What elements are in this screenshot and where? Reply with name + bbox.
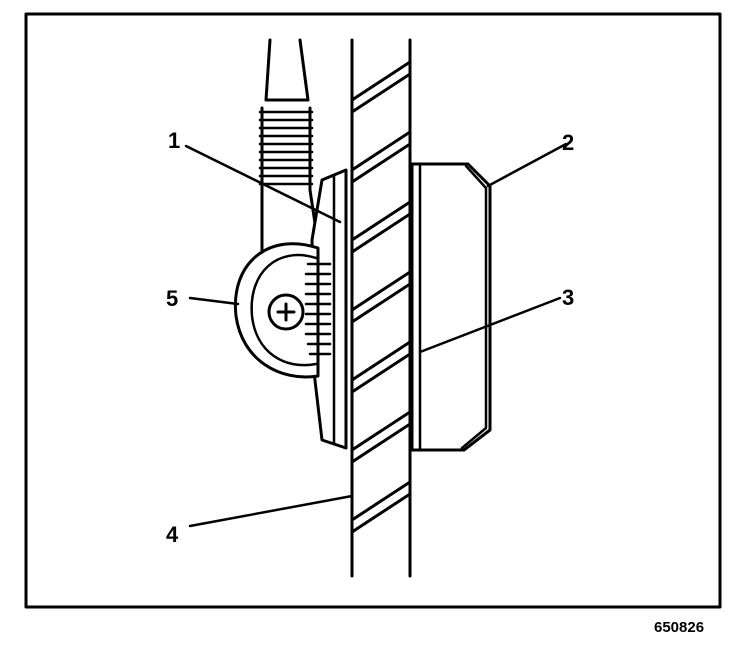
leader-lines: [184, 142, 568, 528]
pivot-housing: [233, 242, 332, 379]
screw-cross-icon: [276, 302, 296, 322]
cable-spring-coil: [258, 110, 314, 186]
callout-1: 1: [168, 128, 180, 153]
inner-mount-bracket: [310, 168, 348, 450]
glass-panel: [350, 38, 412, 578]
figure-frame: [24, 12, 722, 609]
antenna-cable: [258, 38, 318, 257]
pivot-teeth: [304, 262, 332, 356]
leader-line-3: [418, 296, 562, 354]
callout-3: 3: [562, 285, 574, 310]
glass-hatching: [350, 60, 412, 534]
callout-2: 2: [562, 130, 574, 155]
leader-line-5: [188, 296, 240, 306]
figure-id: 650826: [654, 619, 704, 636]
outer-mount-base: [410, 162, 492, 452]
callout-4: 4: [166, 522, 179, 547]
callout-5: 5: [166, 286, 178, 311]
leader-line-4: [188, 494, 354, 528]
leader-line-2: [486, 142, 568, 188]
leader-line-1: [184, 144, 342, 224]
